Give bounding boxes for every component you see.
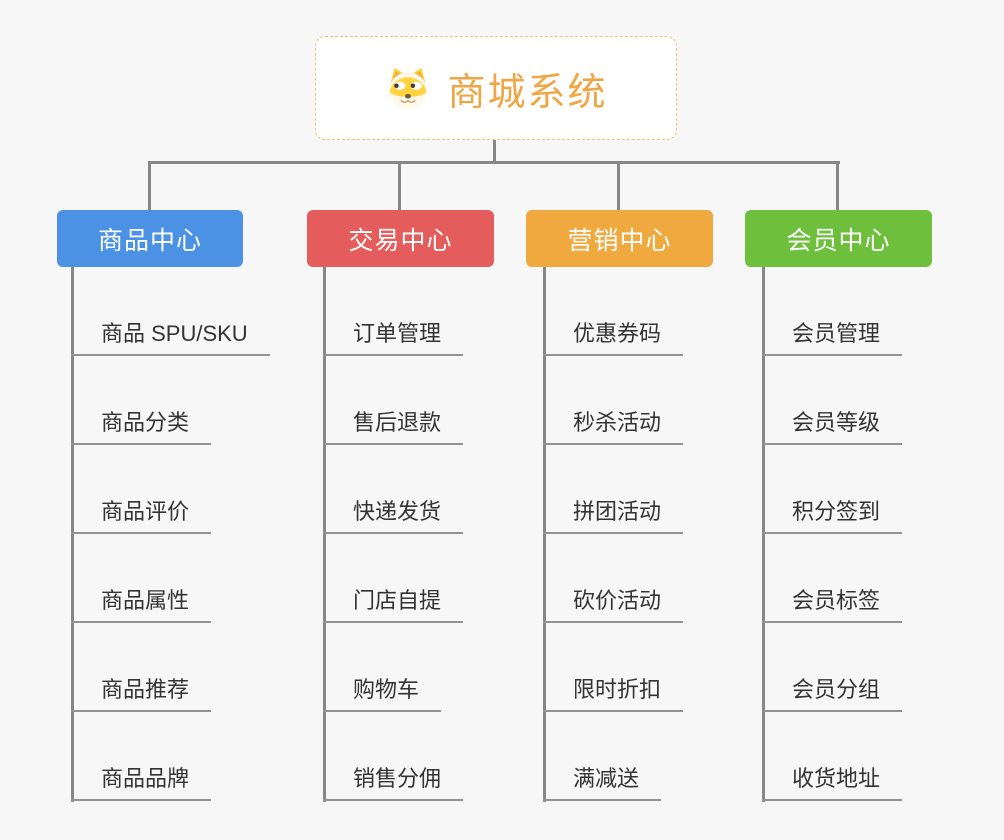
leaf-node[interactable]: 商品评价: [71, 499, 212, 534]
leaf-node[interactable]: 购物车: [323, 677, 442, 712]
leaf-node[interactable]: 收货地址: [762, 766, 903, 801]
branch-node-member-center[interactable]: 会员中心: [745, 210, 932, 267]
leaf-node[interactable]: 门店自提: [323, 588, 464, 623]
leaf-node[interactable]: 秒杀活动: [543, 410, 684, 445]
connector-line: [836, 161, 839, 213]
root-node[interactable]: 商城系统: [315, 36, 677, 140]
branch-label: 交易中心: [348, 226, 453, 255]
leaf-node[interactable]: 积分签到: [762, 499, 903, 534]
connector-line: [148, 161, 151, 213]
branch-label: 营销中心: [567, 226, 672, 255]
dog-face-icon: [389, 67, 428, 109]
leaf-node[interactable]: 满减送: [543, 766, 662, 801]
leaf-node[interactable]: 快递发货: [323, 499, 464, 534]
leaf-node[interactable]: 售后退款: [323, 410, 464, 445]
leaf-node[interactable]: 会员标签: [762, 588, 903, 623]
leaf-node[interactable]: 销售分佣: [323, 766, 464, 801]
root-title: 商城系统: [447, 71, 608, 114]
branch-label: 会员中心: [786, 226, 891, 255]
connector-line: [493, 139, 496, 164]
connector-line: [148, 161, 840, 164]
leaf-node[interactable]: 商品分类: [71, 410, 212, 445]
branch-node-trade-center[interactable]: 交易中心: [307, 210, 494, 267]
branch-node-product-center[interactable]: 商品中心: [57, 210, 243, 267]
leaf-node[interactable]: 砍价活动: [543, 588, 684, 623]
leaf-node[interactable]: 商品 SPU/SKU: [71, 321, 270, 356]
leaf-node[interactable]: 会员等级: [762, 410, 903, 445]
connector-line: [398, 161, 401, 213]
leaf-node[interactable]: 订单管理: [323, 321, 464, 356]
leaf-node[interactable]: 商品品牌: [71, 766, 212, 801]
leaf-node[interactable]: 拼团活动: [543, 499, 684, 534]
branch-node-marketing-center[interactable]: 营销中心: [526, 210, 713, 267]
leaf-node[interactable]: 会员分组: [762, 677, 903, 712]
leaf-node[interactable]: 限时折扣: [543, 677, 684, 712]
branch-label: 商品中心: [97, 226, 202, 255]
leaf-node[interactable]: 商品属性: [71, 588, 212, 623]
leaf-node[interactable]: 会员管理: [762, 321, 903, 356]
leaf-node[interactable]: 商品推荐: [71, 677, 212, 712]
connector-line: [617, 161, 620, 213]
leaf-node[interactable]: 优惠券码: [543, 321, 684, 356]
